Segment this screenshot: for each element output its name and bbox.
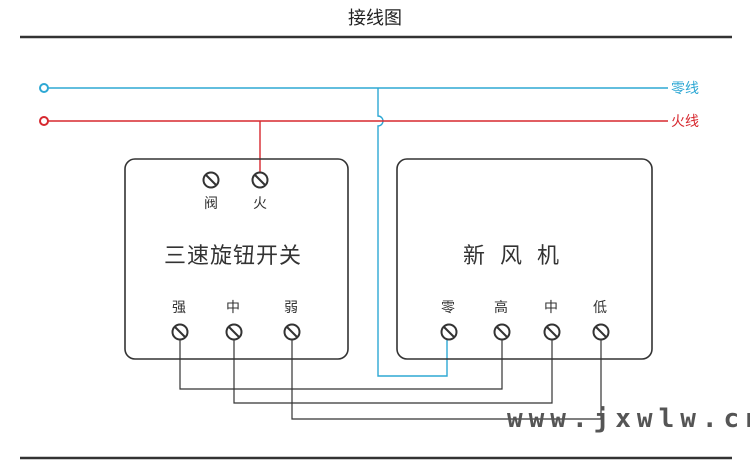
terminal-screw-zero	[440, 323, 458, 341]
neutral-input-terminal	[39, 83, 49, 93]
terminal-screw-fan-medium	[543, 323, 561, 341]
diagram-title: 接线图	[348, 8, 402, 29]
switch-terminal-label-live: 火	[253, 196, 267, 212]
fan-terminal-label-medium: 中	[544, 300, 558, 316]
terminal-screw-weak	[283, 323, 301, 341]
switch-terminal-label-valve: 阀	[204, 196, 218, 212]
live-input-terminal	[39, 116, 49, 126]
fan-terminal-label-zero: 零	[441, 300, 455, 316]
switch-name: 三速旋钮开关	[164, 244, 303, 269]
neutral-to-fan-wire	[377, 88, 448, 377]
live-wire	[39, 116, 668, 172]
switch-terminal-label-strong: 强	[172, 300, 186, 316]
switch-terminal-label-weak: 弱	[284, 300, 298, 316]
terminal-screw-valve	[202, 171, 220, 189]
terminal-screw-high	[493, 323, 511, 341]
terminal-screw-low	[592, 323, 610, 341]
switch-box	[124, 158, 349, 360]
fan-box	[396, 158, 653, 360]
fan-terminal-label-high: 高	[494, 300, 508, 316]
wire-medium-to-medium	[233, 340, 553, 404]
terminal-screw-medium	[225, 323, 243, 341]
fan-terminal-label-low: 低	[593, 300, 607, 316]
terminal-screw-strong	[171, 323, 189, 341]
wire-weak-to-low	[291, 340, 602, 420]
watermark-text: www.jxwlw.cn	[507, 404, 750, 434]
live-wire-label: 火线	[671, 114, 699, 130]
neutral-wire-label: 零线	[671, 81, 699, 97]
terminal-screw-live	[251, 171, 269, 189]
wire-strong-to-high	[179, 340, 503, 390]
fan-name: 新 风 机	[463, 244, 563, 269]
switch-terminal-label-medium: 中	[226, 300, 240, 316]
neutral-wire	[39, 83, 668, 377]
